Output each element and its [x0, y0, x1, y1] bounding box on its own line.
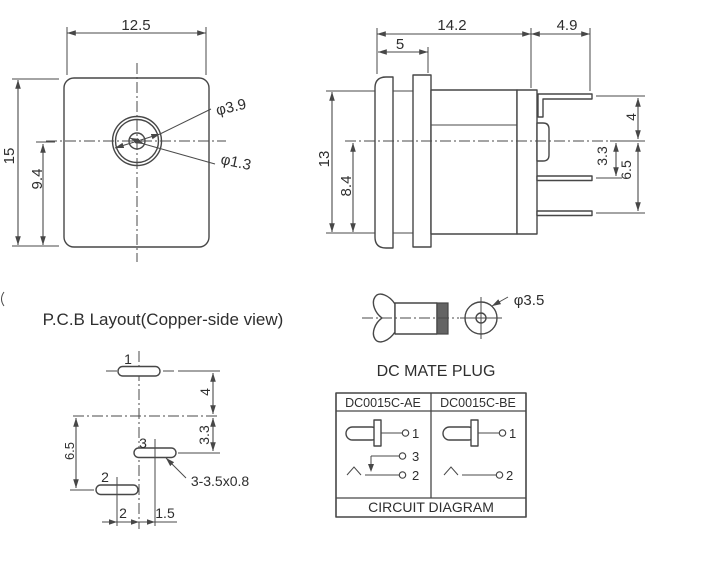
pad3-offset-dim: 3.3	[196, 425, 212, 445]
model-b-header: DC0015C-BE	[440, 396, 516, 410]
plug-symbol-bar	[470, 419, 479, 447]
plug-tip-dia-label: φ3.5	[514, 292, 545, 309]
pcb-title: P.C.B Layout(Copper-side view)	[43, 310, 284, 329]
pad2-label: 2	[101, 469, 109, 485]
terminal-2-label: 2	[412, 468, 419, 483]
pin-dia-label: φ1.3	[219, 151, 252, 174]
front-center-offset-dim: 9.4	[29, 169, 46, 190]
circuit-be: 1 2	[442, 419, 516, 483]
mate-plug: φ3.5 DC MATE PLUG	[362, 292, 544, 380]
jack-body	[430, 89, 518, 235]
plug-symbol-sleeve	[345, 426, 379, 441]
top-terminal-pin	[537, 93, 593, 118]
terminal-2-node	[398, 471, 407, 479]
circuit-ae: 1 3 2	[345, 419, 419, 483]
circuit-table: DC0015C-AE DC0015C-BE 1 3 2 1	[335, 392, 527, 518]
terminal-1-node	[498, 429, 507, 437]
pad3-x-dim: 1.5	[155, 505, 175, 521]
terminal-1-label: 1	[509, 426, 516, 441]
terminal-1-label: 1	[412, 426, 419, 441]
front-height-dim: 15	[1, 148, 18, 165]
terminal-1-node	[401, 429, 410, 437]
top-pin-offset-dim: 4	[623, 113, 639, 121]
pad3-label: 3	[139, 435, 147, 451]
pcb-layout: P.C.B Layout(Copper-side view) 1 3 2 4 3…	[43, 310, 284, 529]
plug-symbol-sleeve	[442, 426, 476, 441]
center-terminal-boss	[536, 122, 550, 162]
pad-1	[117, 365, 161, 377]
switch-contact-arrow	[368, 464, 374, 472]
mate-plug-title: DC MATE PLUG	[377, 363, 496, 380]
front-width-dim: 12.5	[121, 17, 150, 34]
body-height-dim: 13	[316, 151, 333, 168]
table-footer: CIRCUIT DIAGRAM	[368, 499, 494, 515]
body-length-dim: 14.2	[437, 17, 466, 34]
pad1-label: 1	[124, 351, 132, 367]
switch-lever	[443, 466, 459, 476]
terminal-3-label: 3	[412, 449, 419, 464]
mounting-nut	[412, 74, 432, 248]
flange-length-dim: 5	[396, 36, 404, 53]
switch-lever	[346, 466, 362, 476]
pad2-x-dim: 2	[119, 505, 127, 521]
bottom-terminal-pin	[536, 210, 593, 217]
end-cap	[516, 89, 538, 235]
terminal-3-node	[398, 452, 407, 460]
mid-pin-offset-dim: 3.3	[594, 146, 610, 166]
stray-mark	[1, 291, 5, 307]
model-a-header: DC0015C-AE	[345, 396, 421, 410]
pin-length-dim: 4.9	[557, 17, 578, 34]
terminal-2-label: 2	[506, 468, 513, 483]
pad1-offset-dim: 4	[197, 388, 213, 396]
front-view: 12.5 15 9.4 φ3.9 φ1.3	[1, 17, 253, 262]
front-bushing	[374, 76, 394, 249]
pad2-offset-dim: 6.5	[62, 442, 77, 460]
plug-symbol-bar	[373, 419, 382, 447]
center-height-dim: 8.4	[338, 176, 355, 197]
bottom-pin-offset-dim: 6.5	[618, 160, 634, 180]
side-view: 14.2 4.9 5 13 8.4 4 3.3 6.5	[316, 17, 645, 249]
terminal-2-node	[495, 471, 504, 479]
hole-note: 3-3.5x0.8	[191, 473, 250, 489]
middle-terminal-pin	[536, 175, 593, 182]
barrel-dia-label: φ3.9	[214, 96, 248, 119]
